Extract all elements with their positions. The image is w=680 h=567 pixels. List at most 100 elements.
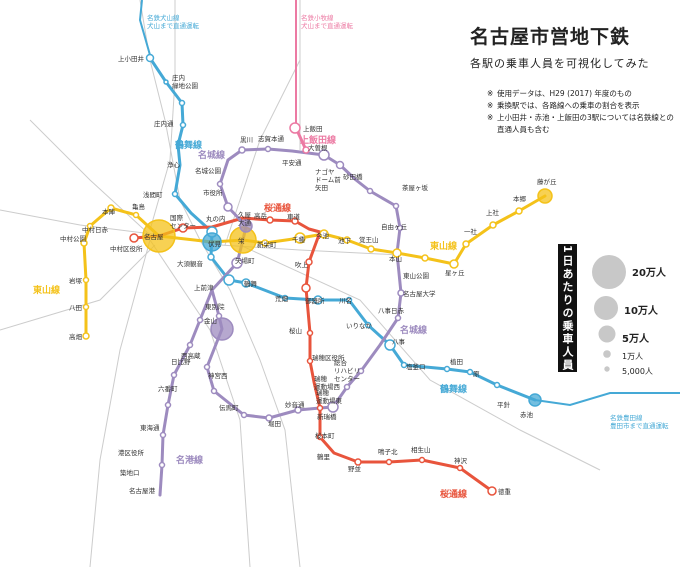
station-marker-599997f3901a <box>294 406 302 414</box>
station-marker-516d756a753a <box>186 341 194 349</box>
background-rail-9 <box>149 239 251 567</box>
station-label-4f0f898b: 伏見 <box>208 239 222 248</box>
background-rail-6 <box>239 244 601 471</box>
station-label-795e5bae897f: 神宮西 <box>208 371 228 380</box>
station-marker-4e805cf6 <box>132 211 140 219</box>
line-label-tsurumai-1: 鶴舞線 <box>440 383 467 395</box>
map-subtitle: 各駅の乗車人員を可視化してみた <box>470 57 650 70</box>
map-title: 名古屋市営地下鉄 <box>470 26 631 48</box>
station-label-30ca30b430e430c930fc30e0524d77e27530-2: 矢田 <box>315 183 328 192</box>
station-label-4eca6c60: 今池 <box>316 231 330 240</box>
inuyama-note-2: 犬山まで直通運転 <box>147 21 200 30</box>
background-rail-1 <box>0 209 401 256</box>
station-label-56fd969b30bb30f330bf30fc-1: センター <box>170 221 196 230</box>
station-label-5ddd540d: 川名 <box>339 296 352 305</box>
station-marker-661f30f64e18 <box>449 259 459 269</box>
station-marker-6e2f533a5f796240 <box>164 401 172 409</box>
station-marker-672c9663 <box>107 204 115 212</box>
station-marker-540d53e45c4b6e2f <box>158 461 166 469</box>
station-marker-5e845185901a <box>178 99 186 107</box>
title-block: 名古屋市営地下鉄 各駅の乗車人員を可視化してみた <box>470 22 675 71</box>
station-marker-4e2d675165e58d64 <box>86 222 94 230</box>
line-label-kamiiida-0: 上飯田線 <box>300 134 336 146</box>
background-rail-8 <box>224 59 301 246</box>
station-labels: 名鉄犬山線犬山まで直通運転名鉄小牧線犬山まで直通運転名鉄豊田線豊田市まで直通運転… <box>33 13 669 500</box>
station-label-9cf45b505317: 鳴子北 <box>378 447 398 456</box>
station-marker-65b06804753a <box>261 239 269 247</box>
station-label-4e455c4b5927901a-0: 久屋 <box>238 210 252 219</box>
station-marker-516b4e8b65e58d64 <box>394 314 402 322</box>
line-label-sakuradori-1: 桜通線 <box>440 488 467 500</box>
station-marker-4e2d6751516c5712 <box>80 239 88 247</box>
station-label-65b06804753a: 新栄町 <box>257 240 277 249</box>
station-label-685c672c753a: 桜本町 <box>315 431 335 440</box>
station-label-67715c71516c5712: 東山公園 <box>403 271 429 280</box>
station-marker-91ce4e26 <box>354 458 362 466</box>
station-marker-586991dc53e3 <box>400 361 408 369</box>
legend-label-5k: 5,000人 <box>622 367 653 376</box>
note-through-service: 上小田井・赤池・上飯田の3駅については名鉄線との直通人員も含む <box>487 112 677 136</box>
line-label-meijo-0: 名城線 <box>198 149 225 161</box>
station-label-540d57ce516c5712: 名城公園 <box>195 166 221 175</box>
station-marker-516b4e8b <box>384 339 396 351</box>
station-label-30ca30b430e430c930fc30e0524d77e27530-0: ナゴヤ <box>315 167 335 176</box>
station-marker-540d53e45c4b59275b66 <box>397 289 405 297</box>
station-label-83527551: 荒畑 <box>275 294 289 303</box>
station-label-4e0a793e: 上社 <box>486 208 500 217</box>
station-label-7dcf540830ea30cf30d330ea30bb30f330bf30fc-0: 総合 <box>334 358 348 367</box>
station-label-4e0a5c0f75304e95: 上小田井 <box>118 54 145 63</box>
station-label-65e56bd491ce: 日比野 <box>171 357 191 366</box>
station-label-516d756a753a: 六番町 <box>158 384 178 393</box>
station-marker-899a738b5c71 <box>367 245 375 253</box>
legend-circle-2 <box>598 325 616 343</box>
station-marker-6d459593753a <box>171 190 179 198</box>
station-label-4e0a98ef7530: 上飯田 <box>303 124 323 133</box>
station-label-5927980889b397f3: 大須観音 <box>177 259 204 268</box>
toyota-note-2: 豊田市まで直通運転 <box>610 421 669 430</box>
station-label-4e2d6751533a5f796240: 中村区役所 <box>110 244 143 253</box>
station-label-91d15c71: 金山 <box>204 316 217 325</box>
station-marker-85e4304c4e18 <box>537 188 553 204</box>
station-label-4e00793e: 一社 <box>464 227 478 236</box>
station-label-5e7391dd: 平針 <box>497 400 511 409</box>
station-label-91ce4e26: 野並 <box>348 464 362 473</box>
legend-circle-1 <box>593 295 619 321</box>
station-marker-4e0a5c0f75304e95 <box>145 53 155 63</box>
line-label-higashiyama-1: 東山線 <box>430 240 457 252</box>
station-marker-9ad87551 <box>82 332 90 340</box>
note-data-source: 使用データは、H29 (2017) 年度のもの <box>487 88 677 100</box>
station-marker-540d57ce516c5712 <box>216 180 224 188</box>
station-marker-745e7a42533a5f796240 <box>306 329 314 337</box>
station-marker-6c604e0b <box>343 236 351 244</box>
station-label-540d53e45c4b6e2f: 名古屋港 <box>129 486 156 495</box>
station-marker-67715c71516c5712 <box>421 254 429 262</box>
legend-circle-0 <box>592 255 626 289</box>
station-label-4e38306e5185: 丸の内 <box>206 214 226 223</box>
toyota-through-line <box>534 392 680 407</box>
background-rail-lines <box>0 0 601 567</box>
station-label-4e805cf6: 亀島 <box>132 202 146 211</box>
line-label-sakuradori-0: 桜通線 <box>264 202 291 214</box>
line-label-meiko-0: 名港線 <box>176 454 203 466</box>
station-label-745e7a42904b52d55834897f-0: 瑞穂 <box>314 374 328 383</box>
station-label-5e845185901a: 庄内通 <box>154 119 174 128</box>
station-label-8d646c60: 赤池 <box>520 410 534 419</box>
station-marker-4e2d6751533a5f796240 <box>129 233 139 243</box>
station-marker-81ea753130f64e18 <box>396 224 404 232</box>
station-marker-9db491cc <box>316 433 324 441</box>
station-label-516b7530: 八田 <box>69 304 82 312</box>
station-marker-9cf45b505317 <box>385 458 393 466</box>
station-marker-4f0f898b <box>202 232 222 252</box>
station-marker-4e455c4b5927901a <box>239 219 253 233</box>
station-marker-4f1d99ac753a <box>240 411 248 419</box>
station-label-677152259662: 東別院 <box>205 302 225 311</box>
station-marker-7dcf540830ea30cf30d330ea30bb30f330bf30fc <box>357 367 365 375</box>
station-marker-745e7a42904b52d558346771 <box>343 383 351 391</box>
station-label-6804: 栄 <box>238 236 245 245</box>
station-marker-7bc9573053e3 <box>159 431 167 439</box>
line-sakuradori <box>132 216 494 493</box>
station-marker-690d7530 <box>443 365 451 373</box>
background-rail-7 <box>29 119 151 236</box>
station-marker-5ddd540d <box>345 296 353 304</box>
station-marker-540d53e45c4b <box>142 219 176 253</box>
